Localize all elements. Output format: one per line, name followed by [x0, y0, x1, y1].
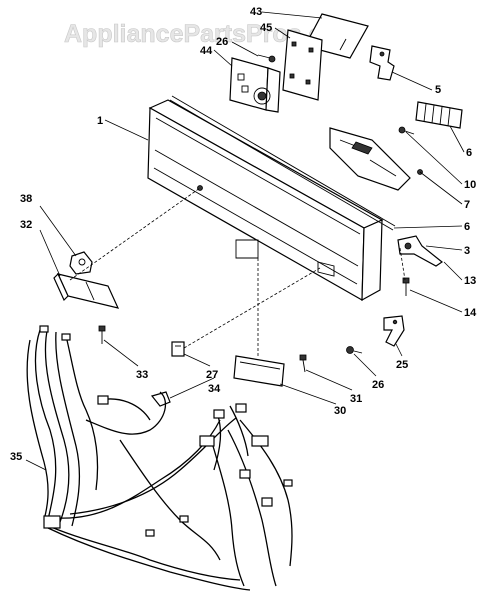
part-8-terminal-block[interactable]	[415, 101, 463, 129]
callout-3: 3	[464, 245, 470, 257]
part-13-latch[interactable]	[397, 235, 444, 267]
part-26-screw-lower[interactable]	[346, 346, 363, 354]
part-34-clip[interactable]	[150, 391, 171, 407]
part-35-wire-harness[interactable]	[26, 325, 293, 591]
callout-27: 27	[206, 369, 218, 381]
callout-6-lower: 6	[464, 221, 470, 233]
callout-44: 44	[200, 45, 213, 57]
callout-1: 1	[97, 115, 103, 127]
part-14-screw[interactable]	[402, 277, 410, 296]
callout-34: 34	[208, 383, 221, 395]
callout-26-lower: 26	[372, 379, 384, 391]
part-45-plate[interactable]	[282, 29, 323, 101]
callout-6-upper: 6	[466, 147, 472, 159]
part-26-screw-top[interactable]	[257, 54, 276, 63]
callout-5: 5	[435, 84, 441, 96]
callout-30: 30	[334, 405, 346, 417]
callout-14: 14	[464, 307, 477, 319]
part-27-clip[interactable]	[171, 341, 185, 357]
callout-7: 7	[464, 199, 470, 211]
part-32-handle[interactable]	[53, 272, 120, 309]
callout-32: 32	[20, 219, 32, 231]
part-31-screw[interactable]	[299, 354, 307, 373]
part-38-knob[interactable]	[69, 251, 93, 275]
part-30-plate[interactable]	[233, 355, 285, 387]
part-25-bracket[interactable]	[383, 315, 405, 347]
part-1-control-panel[interactable]	[147, 95, 396, 302]
part-7-bracket[interactable]	[329, 127, 411, 191]
callout-10: 10	[464, 179, 476, 191]
part-10-screw[interactable]	[398, 126, 415, 135]
callout-45: 45	[260, 22, 272, 34]
callout-13: 13	[464, 275, 476, 287]
part-44-timer-module[interactable]	[229, 57, 281, 113]
callout-38: 38	[20, 193, 32, 205]
part-33-screw[interactable]	[98, 325, 106, 344]
part-5-bracket[interactable]	[369, 45, 395, 81]
callout-43: 43	[250, 6, 262, 18]
callout-26-top: 26	[216, 36, 228, 48]
callout-35: 35	[10, 451, 22, 463]
callout-31: 31	[350, 393, 362, 405]
callout-33: 33	[136, 369, 148, 381]
callout-25: 25	[396, 359, 408, 371]
